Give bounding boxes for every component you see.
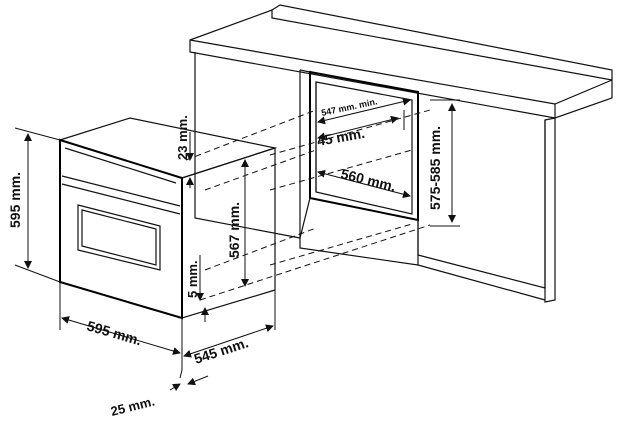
label-depth: 545 mm. <box>192 334 250 367</box>
label-niche-depth-offset: 45 mm. <box>316 125 366 149</box>
label-bottom-offset: 5 mm. <box>185 260 200 298</box>
oven-box <box>57 117 278 320</box>
label-niche-width: 560 mm. <box>339 165 397 194</box>
label-niche-height: 575-585 mm. <box>427 126 443 210</box>
dimension-lines <box>14 97 460 392</box>
label-height-front: 595 mm. <box>7 172 23 228</box>
label-top-offset: 23 mm. <box>175 115 190 160</box>
label-front-thickness: 25 mm. <box>109 394 156 417</box>
label-inner-height: 567 mm. <box>226 202 242 258</box>
label-width-front: 595 mm. <box>85 318 143 349</box>
